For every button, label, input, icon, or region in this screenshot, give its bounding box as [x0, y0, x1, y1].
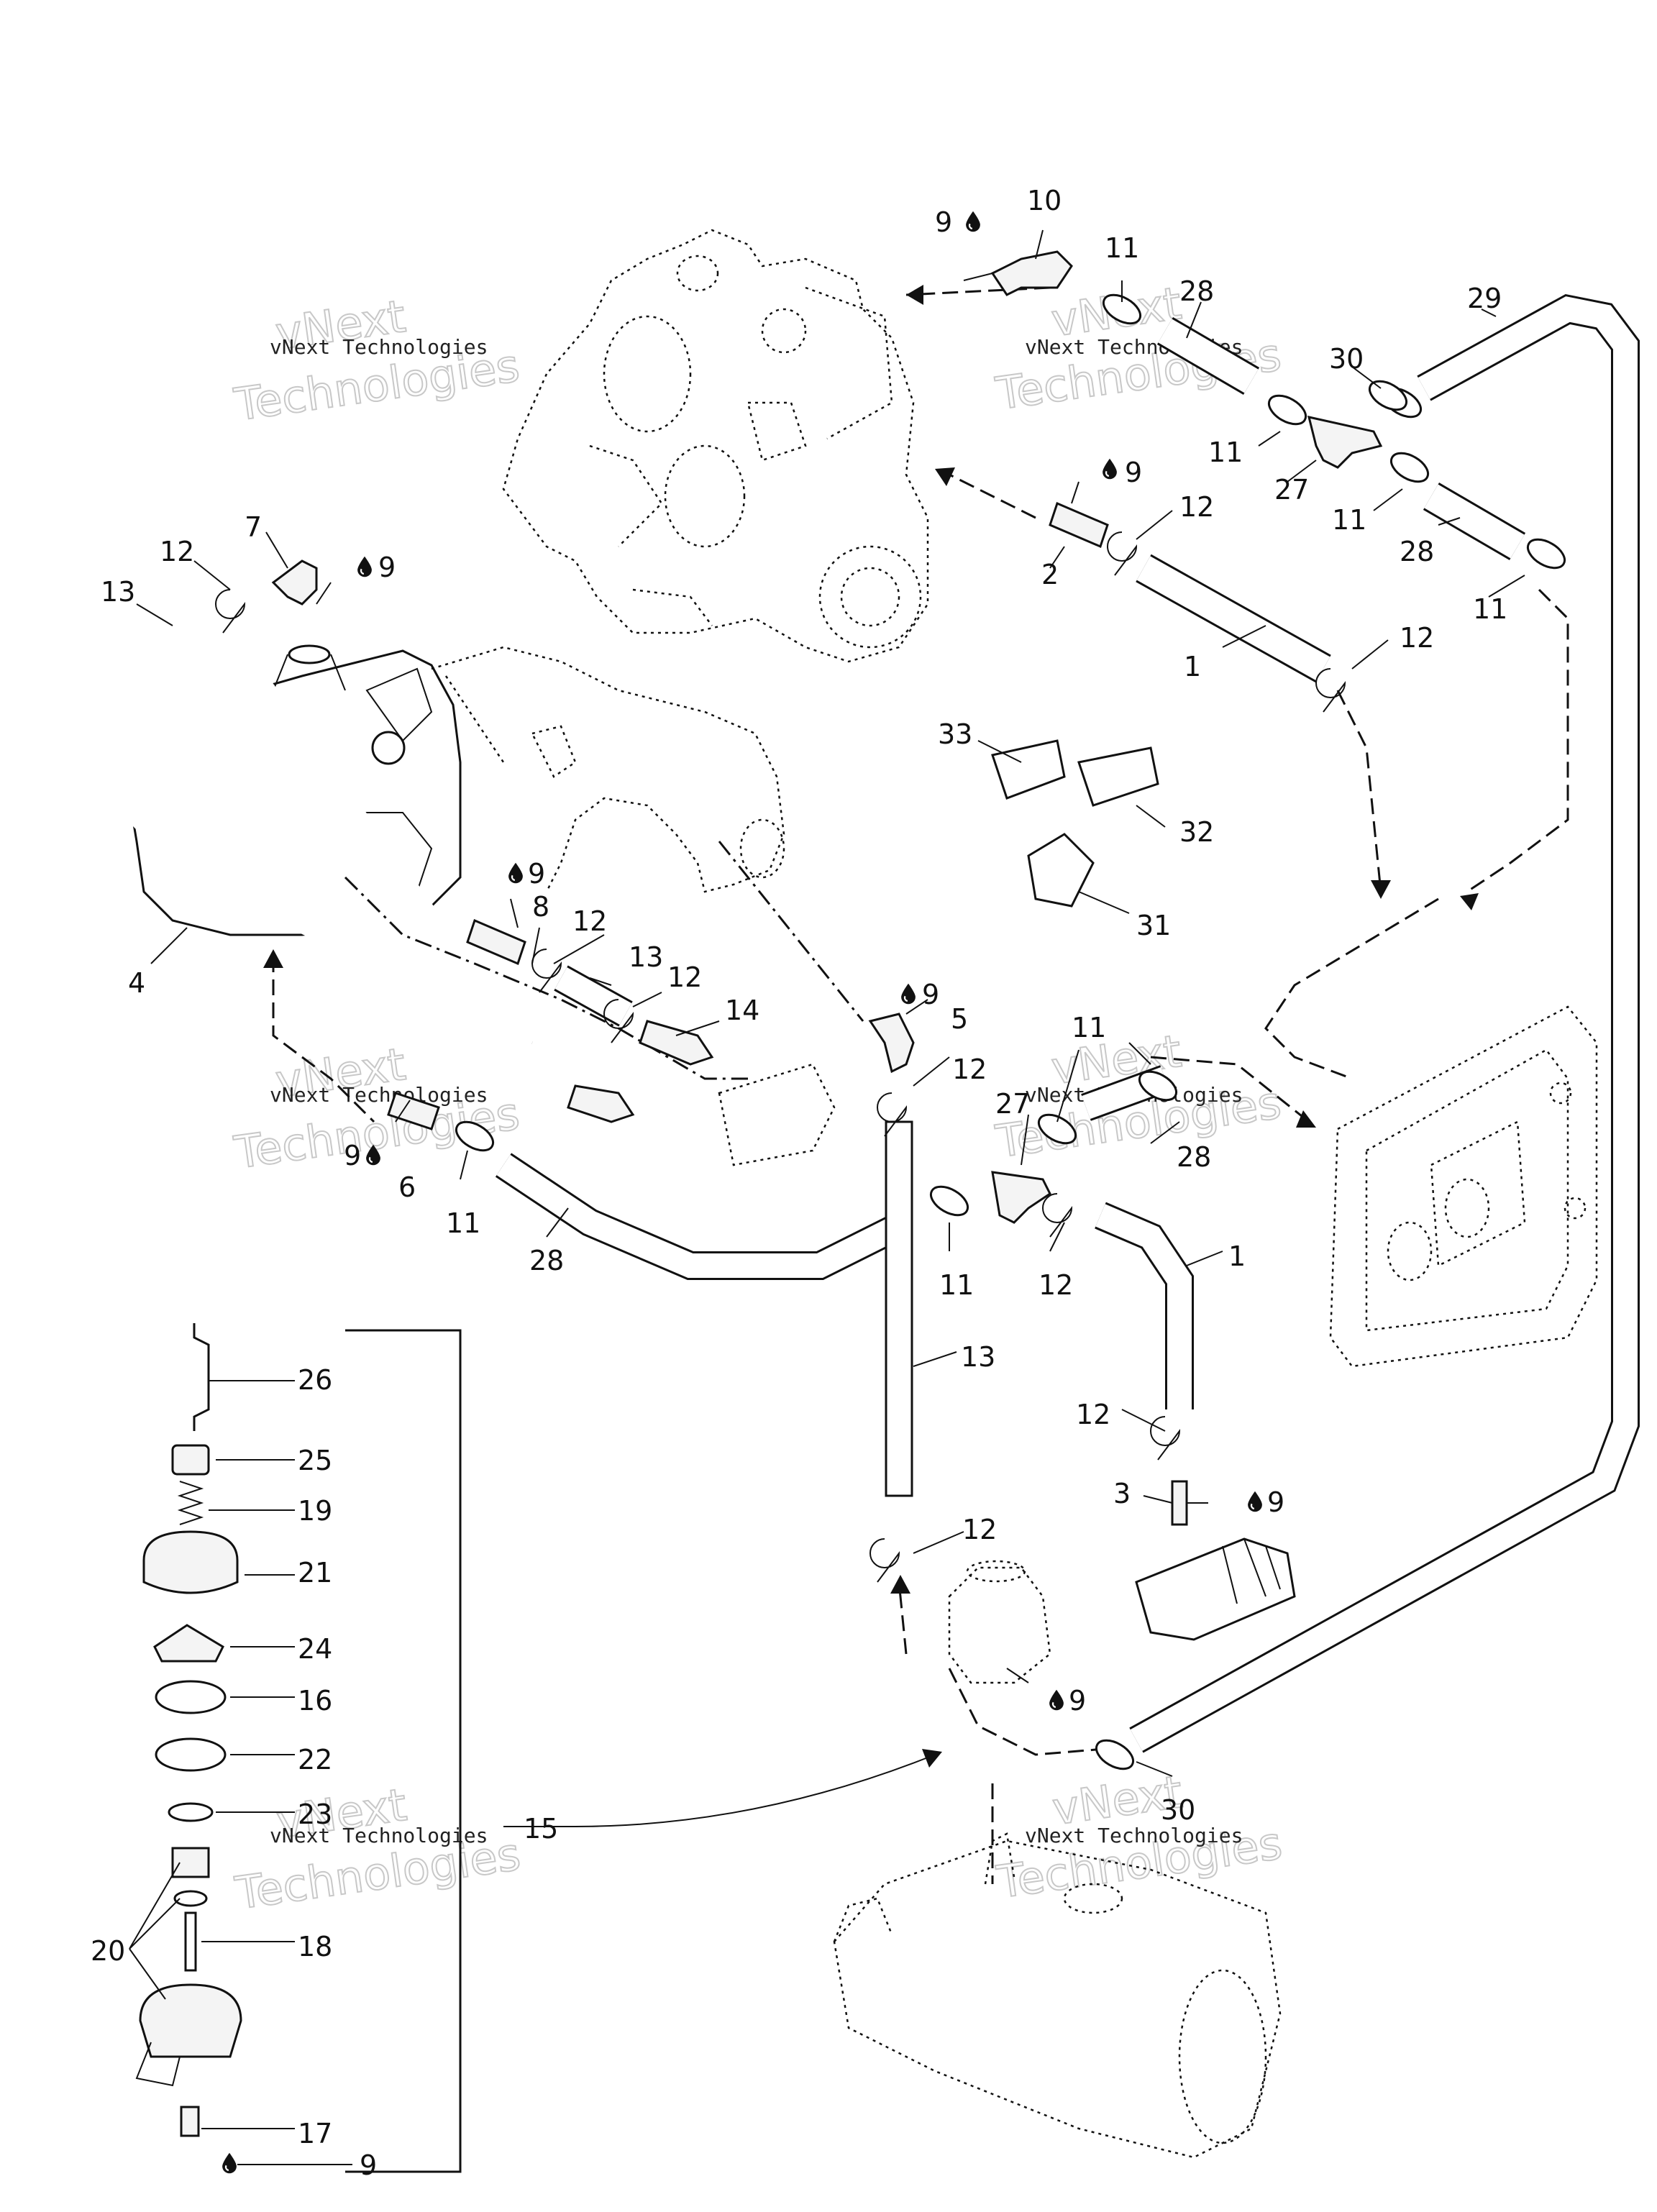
callout-12: 12: [1039, 1269, 1073, 1301]
drop-icon: [1247, 1490, 1263, 1513]
callout-25: 25: [298, 1445, 332, 1476]
callout-21: 21: [298, 1557, 332, 1589]
callout-29: 29: [1467, 283, 1502, 314]
callout-27: 27: [995, 1088, 1030, 1120]
callout-9: 9: [1125, 457, 1142, 488]
callout-7: 7: [245, 511, 262, 543]
callout-13: 13: [629, 941, 663, 973]
callout-26: 26: [298, 1364, 332, 1396]
callout-9: 9: [935, 206, 952, 238]
drop-icon: [1049, 1688, 1064, 1711]
callout-12: 12: [1076, 1399, 1110, 1430]
muffler-tank: [833, 1832, 1282, 2159]
callout-4: 4: [128, 967, 145, 999]
callout-27: 27: [1274, 474, 1309, 506]
callout-9: 9: [344, 1140, 361, 1171]
callout-9: 9: [360, 2149, 377, 2181]
watermark-small: vNext Technologies: [270, 1083, 488, 1107]
callout-17: 17: [298, 2118, 332, 2149]
callout-11: 11: [939, 1269, 974, 1301]
drop-icon: [1102, 457, 1118, 480]
engine-phantom: [502, 229, 929, 663]
callout-19: 19: [298, 1495, 332, 1527]
callout-28: 28: [1179, 275, 1214, 307]
drop-icon: [900, 982, 916, 1005]
drop-icon: [222, 2152, 237, 2175]
heat-exchanger-plate: [1329, 1005, 1598, 1368]
callout-23: 23: [298, 1799, 332, 1830]
callout-31: 31: [1136, 910, 1171, 941]
fittings-clamps: [215, 250, 1566, 1770]
callout-3: 3: [1113, 1478, 1131, 1509]
drop-icon: [357, 555, 373, 578]
callout-9: 9: [922, 979, 939, 1010]
callout-13: 13: [961, 1341, 995, 1373]
callout-labels: 9 10 11 28 29 30 11 27 11 28 11 9 12 2 1…: [91, 185, 1507, 2181]
callout-11: 11: [1208, 437, 1243, 468]
callout-16: 16: [298, 1685, 332, 1717]
callout-1: 1: [1228, 1240, 1246, 1272]
coolant-bottle: [948, 1560, 1051, 1684]
callout-28: 28: [529, 1245, 564, 1276]
callout-32: 32: [1179, 816, 1214, 848]
callout-10: 10: [1027, 185, 1062, 216]
callout-14: 14: [725, 995, 759, 1026]
callout-30: 30: [1329, 343, 1364, 375]
callout-11: 11: [1105, 232, 1139, 264]
callout-9: 9: [1267, 1486, 1284, 1518]
callout-8: 8: [532, 891, 549, 923]
drop-icon: [965, 210, 981, 233]
callout-18: 18: [298, 1931, 332, 1962]
drop-icon: [508, 862, 524, 885]
watermark-small: vNext Technologies: [1025, 1824, 1243, 1847]
valve-exploded-stack: [135, 1323, 462, 2173]
watermark-small: vNext Technologies: [270, 335, 488, 359]
flow-lines: [263, 285, 1569, 1884]
callout-20: 20: [91, 1935, 125, 1967]
watermark-small: vNext Technologies: [270, 1824, 488, 1847]
callout-13: 13: [101, 576, 135, 608]
callout-1: 1: [1184, 651, 1201, 682]
callout-6: 6: [398, 1171, 416, 1203]
callout-9: 9: [378, 552, 396, 583]
callout-28: 28: [1177, 1141, 1211, 1173]
callout-11: 11: [1072, 1012, 1106, 1043]
callout-11: 11: [446, 1207, 480, 1239]
callout-12: 12: [1400, 622, 1434, 654]
callout-33: 33: [938, 718, 972, 750]
callout-5: 5: [951, 1003, 968, 1035]
callout-9: 9: [1069, 1685, 1086, 1717]
callout-2: 2: [1041, 559, 1059, 590]
callout-12: 12: [667, 961, 702, 993]
callout-22: 22: [298, 1744, 332, 1775]
leader-lines: [129, 229, 1525, 2165]
callout-28: 28: [1400, 536, 1434, 567]
callout-11: 11: [1473, 593, 1507, 625]
callout-15: 15: [524, 1813, 558, 1845]
callout-11: 11: [1332, 504, 1366, 536]
callout-30: 30: [1161, 1794, 1195, 1826]
callout-12: 12: [1179, 491, 1214, 523]
hose-network: [81, 293, 1640, 1753]
callout-24: 24: [298, 1633, 332, 1665]
callout-12: 12: [962, 1514, 997, 1545]
callout-12: 12: [952, 1054, 987, 1085]
callout-9: 9: [528, 858, 545, 890]
callout-12: 12: [160, 536, 194, 567]
callout-12: 12: [572, 905, 607, 937]
